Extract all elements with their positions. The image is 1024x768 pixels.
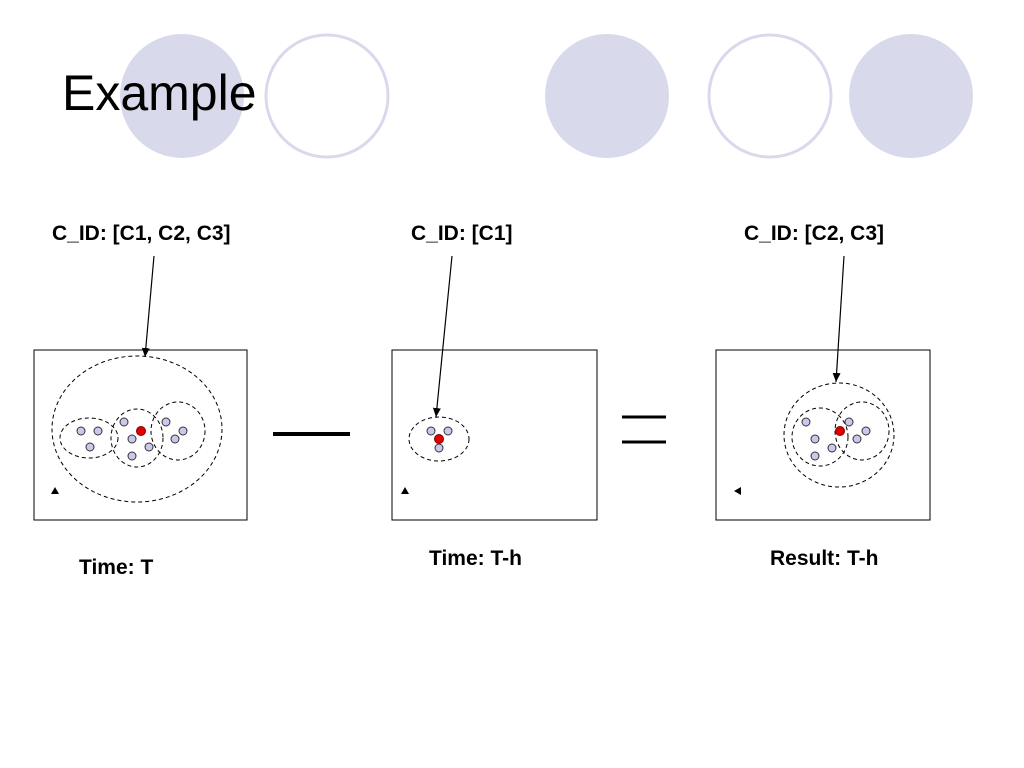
data-point [127,451,137,461]
cluster-outline-c2 [791,407,849,467]
caption-panel-1: Time: T [79,556,154,579]
data-point [76,426,86,436]
data-point [127,434,137,444]
data-point [93,426,103,436]
data-point [861,426,871,436]
cid-label-panel-2: C_ID: [C1] [411,222,513,245]
data-point [852,434,862,444]
data-point [844,417,854,427]
data-point [161,417,171,427]
triangle-marker-icon [51,487,59,494]
decor-circle-filled [120,34,244,158]
caption-panel-2: Time: T-h [429,547,522,570]
cluster-outline-c3 [150,401,206,461]
cluster-outline-union [783,382,895,488]
pointer-arrow [432,255,453,418]
panel-result-t-h [715,255,931,521]
data-point [827,443,837,453]
core-point [835,426,845,436]
decorative-circles [120,33,973,159]
data-point [426,426,436,436]
decor-circle-outline [707,33,833,159]
core-point [136,426,146,436]
cluster-outline-core [110,408,164,468]
pointer-arrow [832,255,845,383]
slide-title: Example [62,65,257,121]
triangle-marker-icon [734,487,741,495]
caption-panel-3: Result: T-h [770,547,879,570]
panel-time-t-h [391,255,598,521]
data-point [119,417,129,427]
decor-circle-filled [849,34,973,158]
data-point [144,442,154,452]
cid-label-panel-1: C_ID: [C1, C2, C3] [52,222,231,245]
panel-frame [715,349,931,521]
cluster-outline-c2 [59,417,119,459]
decor-circle-outline [264,33,390,159]
data-point [178,426,188,436]
cluster-outline-c1 [408,416,470,462]
data-point [810,434,820,444]
data-point [443,426,453,436]
panel-frame [391,349,598,521]
equals-sign [622,415,666,444]
cluster-outline-c1 [51,355,223,503]
data-point [801,417,811,427]
data-point [434,443,444,453]
decor-circle-filled [545,34,669,158]
cid-label-panel-3: C_ID: [C2, C3] [744,222,885,245]
data-point [85,442,95,452]
data-point [810,451,820,461]
data-point [170,434,180,444]
triangle-marker-icon [401,487,409,494]
pointer-arrow [141,255,155,358]
core-point [434,434,444,444]
panel-time-t [33,255,248,521]
